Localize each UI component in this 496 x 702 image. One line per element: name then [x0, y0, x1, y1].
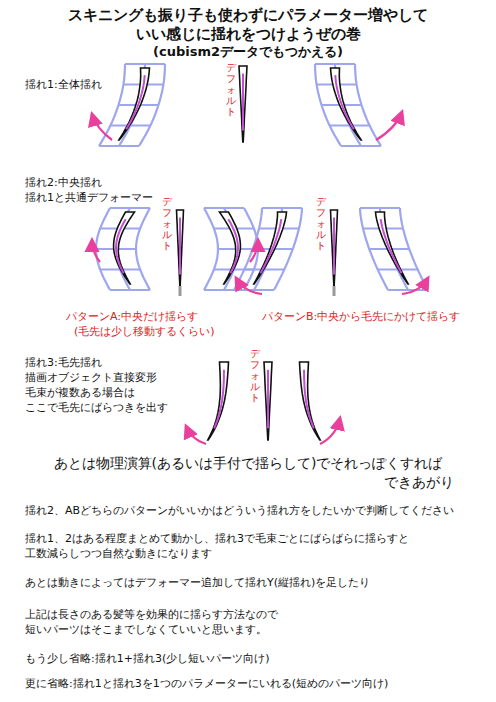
deformer-grid-line: [234, 289, 274, 291]
hair-strand: [331, 210, 338, 286]
sway-arrow: [236, 278, 262, 294]
note-text: 更に省略:揺れ1と揺れ3を1つのパラメーターにいれる(短めのパーツ向け): [25, 677, 388, 691]
hair-strand-core: [179, 218, 181, 275]
deformer-grid-line: [262, 207, 302, 209]
hair-strand: [208, 362, 229, 440]
deformer-grid-line: [99, 145, 139, 147]
default-tag: デフォルト: [162, 196, 172, 251]
hair-strand-core: [333, 218, 335, 275]
hair-strand-core: [228, 219, 238, 273]
default-tag: デフォルト: [226, 62, 236, 117]
note-text: 描画オブジェクト直接変形: [25, 371, 157, 385]
hair-strand: [177, 210, 184, 286]
hair-strand: [264, 362, 272, 440]
sway-arrow: [186, 426, 206, 444]
deformer-grid-line: [110, 207, 150, 209]
sway-arrow: [250, 240, 258, 262]
sway-arrow: [92, 240, 100, 262]
note-text: あとは物理演算(あるいは手付で揺らして)でそれっぽくすれば: [0, 455, 496, 473]
hair-strand-core: [242, 74, 244, 131]
deformer-grid-line: [204, 207, 244, 209]
page-title: スキニングも振り子も使わずにパラメーター増やして いい感じに揺れをつけようぜの巻: [62, 6, 434, 44]
deformer-grid-line: [125, 63, 165, 65]
sway-arrows: [92, 112, 428, 444]
pattern-label: パターンB:中央から毛先にかけて揺らす: [262, 310, 460, 324]
note-text: 揺れ1:全体揺れ: [25, 78, 102, 92]
deformer-grid-line: [360, 207, 400, 209]
sway-arrow: [402, 278, 428, 294]
note-text: (cubism2データでもつかえる): [0, 44, 496, 60]
sway-arrow: [376, 112, 402, 140]
hair-strand-core: [116, 219, 126, 273]
note-text: できあがり: [384, 474, 454, 492]
note-text: 毛束が複数ある場合は: [25, 386, 135, 400]
deformer-grid-line: [204, 208, 218, 290]
hair-strand: [114, 212, 135, 284]
note-text: 揺れ1、2はある程度まとめて動かし、揺れ3で毛束ごとにばらばらに揺らすと: [25, 532, 409, 546]
deformer-grid-line: [110, 289, 150, 291]
pattern-label: パターンA:中央だけ揺らす: [66, 310, 198, 324]
hair-strand-core: [260, 219, 281, 273]
deformer-grid-line: [136, 208, 150, 290]
sway-arrow: [92, 114, 112, 140]
note-text: 揺れ2、ABどちらのパターンがいいかはどういう揺れ方をしたいかで判断してください: [25, 504, 454, 518]
hair-strand-core: [126, 75, 145, 129]
deformer-grid-line: [388, 289, 428, 291]
hair-strand: [119, 68, 150, 140]
hair-strand-core: [214, 370, 224, 429]
hair-strand: [331, 68, 362, 140]
hair-strand-core: [304, 370, 314, 429]
hair-strand-core: [267, 370, 269, 429]
note-text: 工数減らしつつ自然な動きになります: [25, 547, 212, 561]
strand-tip: [179, 286, 182, 296]
note-text: ここで毛先にばらつきを出す: [25, 401, 168, 415]
note-text: 上記は長さのある髪等を効果的に揺らす方法なので: [25, 608, 278, 622]
deformer-grid-line: [315, 63, 355, 65]
note-text: 揺れ2:中央揺れ: [25, 176, 102, 190]
hair-strand-core: [381, 219, 402, 273]
note-text: 揺れ3:毛先揺れ: [25, 356, 102, 370]
hair-strand: [376, 212, 409, 284]
note-text: あとは動きによってはデフォーマー追加して揺れY(縦揺れ)を足したり: [25, 576, 370, 590]
pattern-label: (毛先は少し移動するくらい): [74, 325, 215, 339]
default-tag: デフォルト: [250, 348, 260, 403]
hair-strand: [300, 362, 321, 440]
deformer-grid-line: [341, 145, 381, 147]
hair-strand-core: [335, 75, 354, 129]
note-text: 揺れ1と共通デフォーマー: [25, 191, 153, 205]
note-text: もう少し省略:揺れ1+揺れ3(少し短いパーツ向け): [25, 652, 270, 666]
hair-strand: [220, 212, 241, 284]
hair-strand: [254, 212, 287, 284]
default-tag: デフォルト: [316, 196, 326, 251]
hair-strand: [239, 66, 247, 142]
strand-tip: [333, 286, 336, 296]
note-text: 短いパーツはそこまでしなくていいと思います。: [25, 623, 267, 637]
sway-arrow: [320, 418, 340, 444]
